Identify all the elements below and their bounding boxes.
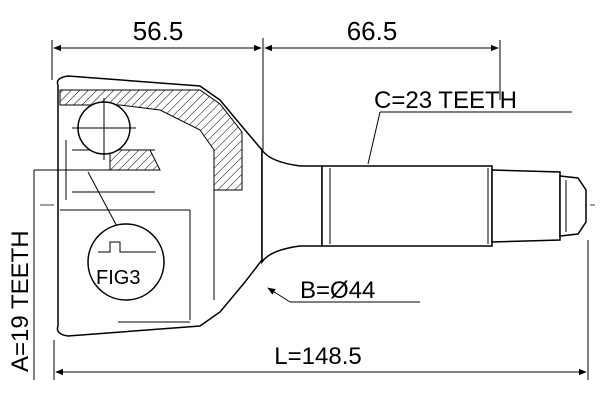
spline-a-label: A=19 TEETH: [7, 230, 34, 372]
spline-c-callout: C=23 TEETH: [367, 87, 572, 165]
shaft-neck: [261, 147, 323, 265]
fig3-leader: [87, 171, 121, 233]
diameter-b-label: B=Ø44: [300, 277, 375, 304]
dim-left-width: 56.5: [133, 16, 184, 46]
spline-a-callout: A=19 TEETH: [7, 169, 72, 380]
leader-b-arrow: [267, 287, 291, 303]
dim-right-width: 66.5: [347, 16, 398, 46]
shaft-end: [491, 169, 561, 243]
shaft-nut: [559, 175, 587, 237]
total-length-label: L=148.5: [274, 343, 361, 370]
shaft-spline-body: [321, 165, 493, 247]
leader-c: [367, 111, 381, 165]
top-dimensions: 56.5 66.5: [51, 16, 501, 150]
fig3-circle: [87, 223, 165, 301]
fig3-label: FIG3: [96, 267, 140, 289]
shaft: [261, 147, 587, 265]
diameter-b-callout: B=Ø44: [267, 277, 420, 304]
bottom-dimension: L=148.5: [53, 240, 589, 380]
fig3-callout: FIG3: [87, 171, 165, 301]
fig3-tooth-profile: [98, 241, 156, 253]
spline-c-label: C=23 TEETH: [374, 87, 517, 114]
outer-housing: [56, 75, 263, 337]
